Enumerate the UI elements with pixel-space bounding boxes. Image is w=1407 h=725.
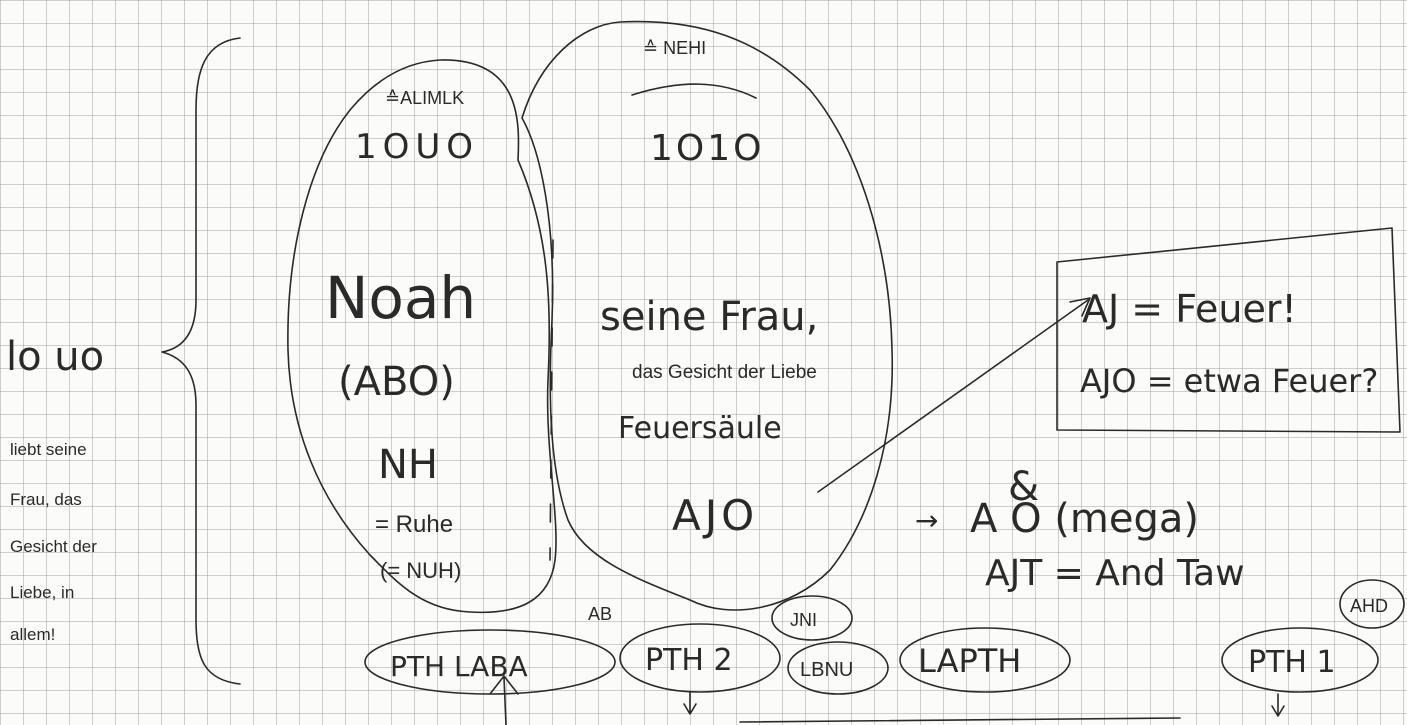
bubble-pth-laba-text: PTH LABA bbox=[390, 650, 528, 683]
box-line-1: AJ = Feuer! bbox=[1082, 287, 1297, 331]
left-note-line-1: liebt seine bbox=[10, 440, 87, 459]
down-arrow-pth2 bbox=[683, 691, 697, 715]
down-arrow-pth1 bbox=[1271, 693, 1285, 717]
left-note-line-3: Gesicht der bbox=[10, 537, 97, 556]
ampersand: & bbox=[1008, 464, 1039, 510]
right-blob-line-3: Feuersäule bbox=[618, 411, 782, 446]
left-blob-nh: NH bbox=[378, 442, 438, 488]
right-blob-outline bbox=[521, 20, 894, 611]
left-note-line-4: Liebe, in bbox=[10, 583, 74, 602]
bubble-ahd bbox=[1339, 579, 1405, 629]
left-blob-tag: ≙ALIMLK bbox=[385, 88, 464, 108]
left-blob-nuh: (= NUH) bbox=[380, 558, 461, 583]
left-note-code: lo uo bbox=[6, 334, 104, 380]
right-arrow: → bbox=[915, 504, 938, 537]
left-note-line-2: Frau, das bbox=[10, 490, 82, 509]
bubble-lapth-text: LAPTH bbox=[918, 642, 1021, 680]
left-note-line-5: allem! bbox=[10, 625, 55, 644]
bubble-lapth bbox=[899, 627, 1071, 693]
right-blob-line-2: das Gesicht der Liebe bbox=[632, 362, 817, 383]
right-blob-ajo: AJO bbox=[672, 491, 758, 540]
right-blob-line-1: seine Frau, bbox=[600, 294, 818, 340]
right-blob-underline bbox=[631, 83, 757, 99]
left-blob-outline bbox=[287, 59, 557, 614]
left-blob-name: Noah bbox=[325, 264, 476, 332]
blob-divider bbox=[549, 239, 554, 561]
left-blob-ruhe: = Ruhe bbox=[375, 511, 453, 538]
left-blob-abbr: (ABO) bbox=[338, 359, 455, 405]
bubble-ahd-text: AHD bbox=[1350, 596, 1388, 616]
bubble-jni-text: JNI bbox=[790, 610, 817, 630]
bubble-lbnu bbox=[787, 641, 889, 695]
bubble-pth1 bbox=[1221, 627, 1379, 693]
bubble-pth2 bbox=[619, 623, 781, 693]
bubble-lbnu-text: LBNU bbox=[800, 659, 853, 681]
curly-brace bbox=[161, 37, 241, 685]
box-line-2: AJO = etwa Feuer? bbox=[1080, 362, 1378, 400]
up-arrow bbox=[489, 675, 519, 725]
bubble-jni bbox=[771, 595, 853, 641]
left-blob-code: 1OUO bbox=[355, 127, 479, 167]
feuer-box bbox=[1056, 227, 1401, 433]
arrow-ajo-to-box bbox=[817, 299, 1089, 493]
alpha-omega: A O (mega) bbox=[970, 496, 1199, 542]
bubble-pth2-text: PTH 2 bbox=[645, 643, 733, 678]
bubble-ab-text: AB bbox=[588, 604, 612, 624]
right-blob-code: 1O1O bbox=[650, 128, 764, 169]
arrow-head-box bbox=[1069, 297, 1091, 317]
right-blob-tag: ≙ NEHI bbox=[643, 38, 706, 58]
ajt-line: AJT = And Taw bbox=[985, 553, 1245, 594]
bottom-line bbox=[739, 717, 1181, 723]
bubble-pth1-text: PTH 1 bbox=[1248, 645, 1336, 680]
